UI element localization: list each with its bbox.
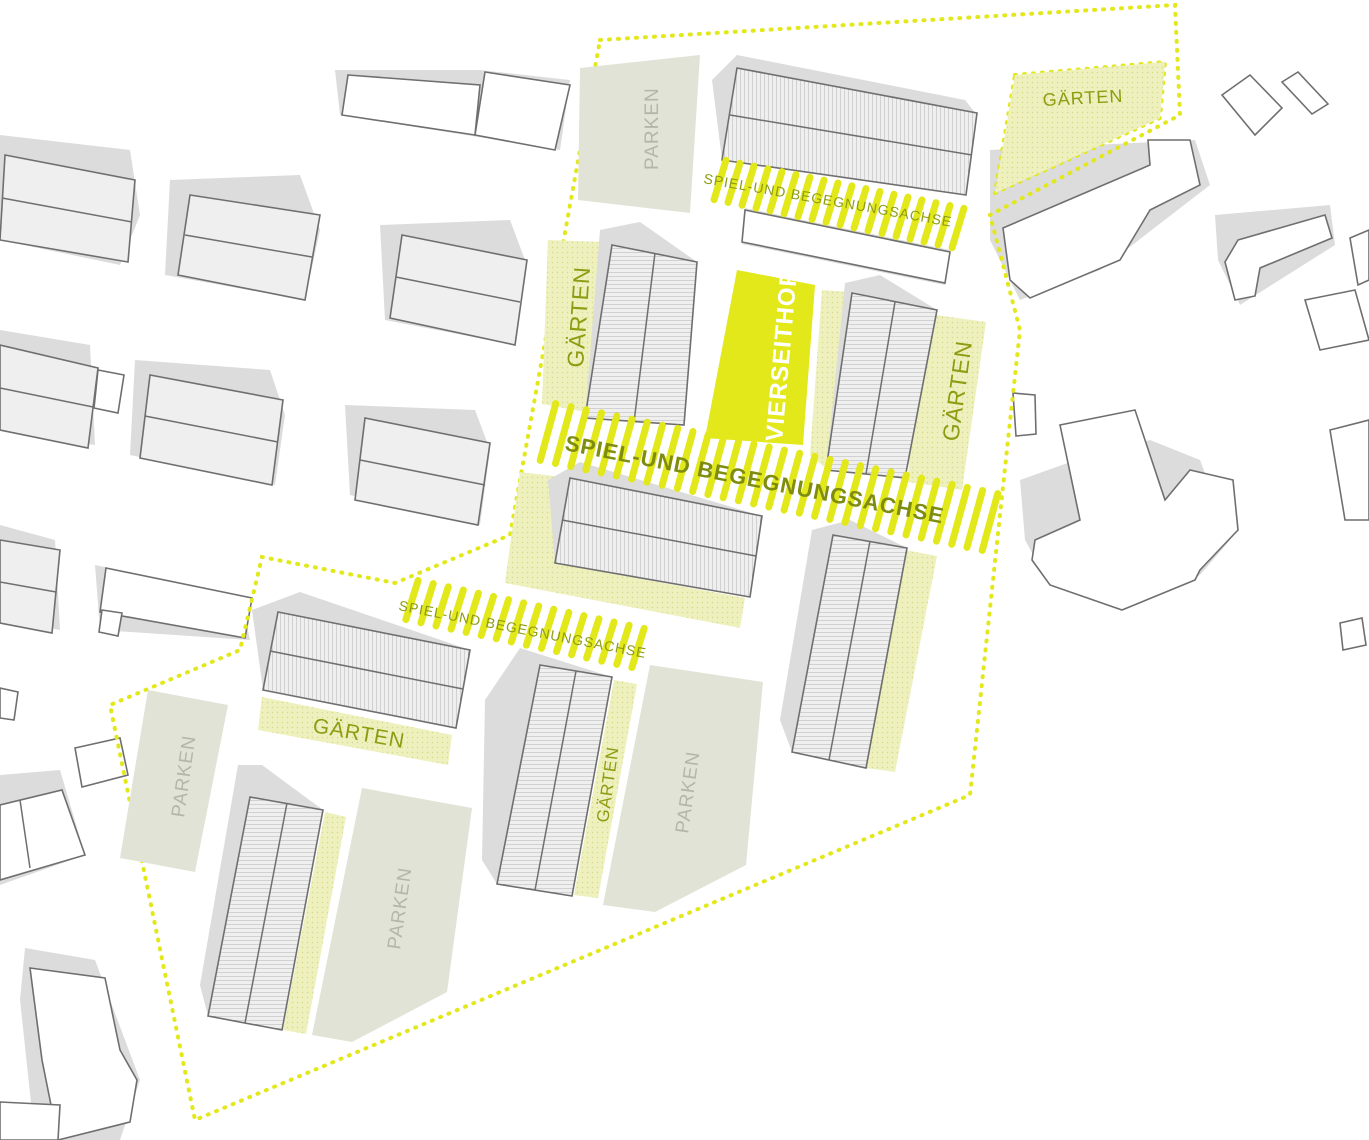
axis-stripe <box>780 449 804 514</box>
axis-stripe <box>948 483 971 548</box>
axis-stripe <box>553 608 573 656</box>
axis-stripe <box>841 462 865 526</box>
garden-middle <box>505 472 745 628</box>
play-axis-stripes <box>402 156 1002 672</box>
axis-stripe <box>673 428 697 492</box>
axis-stripe <box>963 486 987 551</box>
garden-right-long <box>866 550 937 772</box>
axis-stripe <box>766 168 786 215</box>
axis-stripe <box>932 480 956 545</box>
axis-stripe <box>689 431 712 495</box>
label-gaerten-top-right: GÄRTEN <box>1042 86 1124 110</box>
axis-stripe <box>582 409 606 474</box>
axis-stripe <box>612 415 636 480</box>
axis-stripe <box>492 596 513 643</box>
axis-stripe <box>724 159 744 206</box>
gardens <box>258 62 1165 1034</box>
building-top-thin <box>741 209 951 284</box>
axis-stripe <box>738 162 758 209</box>
vierseithof-courtyard <box>705 270 815 445</box>
axis-stripe <box>432 583 452 630</box>
axis-stripe <box>978 490 1002 554</box>
building-left <box>584 244 698 426</box>
context-buildings <box>0 70 1369 1140</box>
garden-lower <box>258 697 452 765</box>
axis-stripe <box>447 586 467 633</box>
axis-stripe <box>628 624 648 672</box>
garden-top-right <box>995 62 1165 193</box>
building-top <box>721 67 978 196</box>
axis-stripe <box>522 602 543 649</box>
axis-stripe <box>658 424 682 489</box>
axis-stripe <box>878 190 898 237</box>
axis-stripe <box>417 580 437 627</box>
axis-stripe <box>887 471 910 536</box>
axis-stripe <box>920 199 940 246</box>
axis-stripe <box>856 465 880 530</box>
axis-stripe <box>864 187 884 235</box>
axis-stripe <box>892 193 912 240</box>
parking-mid <box>603 665 763 912</box>
axis-stripe <box>850 185 870 232</box>
garden-mid <box>574 680 637 898</box>
axis-stripe <box>643 421 666 486</box>
axis-stripe <box>822 179 842 226</box>
axis-stripe <box>836 182 856 229</box>
garden-right-a <box>810 290 848 470</box>
label-parken-top: PARKEN <box>642 87 663 170</box>
axis-stripe <box>948 204 968 252</box>
axis-stripe <box>808 176 828 223</box>
axis-stripe <box>613 621 633 668</box>
axis-stripe <box>780 171 800 218</box>
axis-stripe <box>795 452 819 517</box>
axis-stripe <box>551 403 575 468</box>
site-boundary <box>107 2 1183 1123</box>
axis-stripe <box>462 589 482 636</box>
axis-stripe <box>628 418 651 483</box>
axis-stripe <box>872 468 895 533</box>
axis-stripe <box>537 605 558 652</box>
buildings <box>207 67 978 1031</box>
parking-bottom <box>312 788 472 1042</box>
axis-stripe <box>750 443 773 508</box>
axis-stripe <box>710 156 730 204</box>
axis-stripe <box>598 618 618 665</box>
parking-areas <box>120 55 763 1042</box>
parking-top <box>578 55 700 213</box>
axis-stripe <box>906 196 926 243</box>
axis-stripe <box>507 599 528 646</box>
axis-stripe <box>567 406 590 471</box>
axis-stripe <box>752 165 772 212</box>
parking-left <box>120 690 228 872</box>
axis-stripe <box>402 576 422 624</box>
garden-bottom <box>283 812 346 1034</box>
garden-left <box>542 240 602 412</box>
axis-stripe <box>597 412 621 477</box>
axis-stripe <box>704 434 727 499</box>
building-mid-lower <box>496 664 613 897</box>
axis-stripe <box>826 459 849 523</box>
axis-stripe <box>734 440 758 505</box>
axis-stripe <box>934 202 954 249</box>
axis-stripe <box>477 592 497 640</box>
axis-stripe <box>568 612 588 659</box>
axis-stripe <box>902 474 926 539</box>
axis-stripe <box>917 477 941 542</box>
axis-stripe <box>536 400 560 464</box>
axis-stripe <box>583 615 603 662</box>
axis-stripe <box>765 446 788 511</box>
axis-stripe <box>719 437 743 502</box>
axis-stripe <box>811 455 834 520</box>
axis-stripe <box>794 173 814 221</box>
